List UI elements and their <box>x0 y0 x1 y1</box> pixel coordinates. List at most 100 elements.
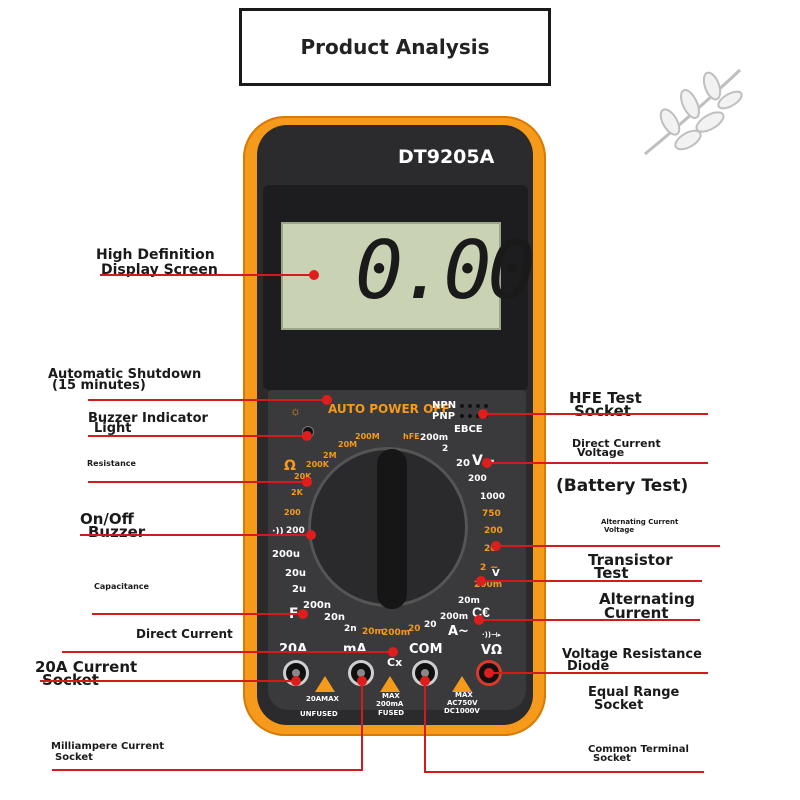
callout-acv-line1: Alternating Current <box>601 518 679 526</box>
socket-vohm-label: VΩ <box>481 643 503 658</box>
callout-dot <box>357 676 367 686</box>
dial-acv-20: 20 <box>484 544 497 554</box>
callout-dot <box>309 270 319 280</box>
callout-transistor-line1: Transistor <box>588 551 673 569</box>
dial-dcv-1000: 1000 <box>480 492 506 502</box>
callout-dot <box>322 395 332 405</box>
dial-dcv-200: 200 <box>468 474 487 484</box>
callout-line <box>361 680 363 771</box>
callout-vr-line1: Voltage Resistance <box>562 647 702 662</box>
callout-line <box>40 680 296 682</box>
rotary-knob[interactable] <box>377 449 407 609</box>
callout-dot <box>298 609 308 619</box>
callout-onoff-line1: On/Off <box>80 510 134 528</box>
sun-icon: ☼ <box>290 404 301 418</box>
callout-dot <box>491 541 501 551</box>
ma-value-label: 200mA <box>376 700 404 708</box>
pnp-label: PNP <box>432 411 456 422</box>
socket-20a-label: 20A <box>279 642 308 657</box>
dial-buzzer-symbol: ·)) <box>272 527 284 537</box>
socket-com-label: COM <box>409 642 443 657</box>
a20-unfused-label: UNFUSED <box>300 710 338 718</box>
dial-dca-200m: 200m <box>382 628 411 638</box>
callout-direct-current: Direct Current <box>136 627 233 641</box>
callout-line <box>52 769 363 771</box>
warning-icon <box>380 676 400 692</box>
callout-line <box>482 413 708 415</box>
callout-capacitance: Capacitance <box>94 582 149 591</box>
callout-display-line1: High Definition <box>96 247 215 263</box>
dial-hfe: hFE <box>403 432 420 441</box>
page-title: Product Analysis <box>300 35 490 59</box>
dial-cap-200u: 200u <box>272 549 300 560</box>
callout-line <box>480 580 702 582</box>
callout-line <box>88 481 306 483</box>
callout-line <box>88 399 326 401</box>
callout-line <box>62 651 392 653</box>
title-box: Product Analysis <box>239 8 551 86</box>
callout-onoff-line2: Buzzer <box>88 523 146 541</box>
dial-ohm-label: Ω <box>284 458 296 474</box>
lcd-reading: 0.00 <box>355 224 536 317</box>
callout-shutdown-line2: (15 minutes) <box>52 378 146 393</box>
callout-dot <box>302 431 312 441</box>
callout-equal-line2: Socket <box>594 698 644 713</box>
dial-cap-2u: 2u <box>292 584 307 595</box>
dial-cap-20n: 20n <box>324 612 346 623</box>
callout-dot <box>420 676 430 686</box>
callout-transistor-line2: Test <box>594 564 629 582</box>
callout-buzzer-light-line1: Buzzer Indicator <box>88 411 208 426</box>
callout-resistance: Resistance <box>87 459 136 468</box>
socket-cx-label: Cx <box>387 656 403 669</box>
model-label: DT9205A <box>398 146 495 168</box>
dial-200-ohm: 200 <box>284 508 301 517</box>
dial-cap-20u: 20u <box>285 568 307 579</box>
dial-acv-200: 200 <box>484 526 503 536</box>
callout-aca-line1: Alternating <box>599 590 696 608</box>
ma-max-label: MAX <box>382 692 400 700</box>
dial-acv-200m: 200m <box>474 580 503 590</box>
callout-line <box>92 613 302 615</box>
dial-20k-ohm: 20K <box>294 472 312 481</box>
callout-display-line2: Display Screen <box>101 262 218 278</box>
dial-acv-2: 2 <box>480 563 487 573</box>
v-ac-label: AC750V <box>447 699 478 707</box>
callout-ma-line1: Milliampere Current <box>51 741 164 752</box>
dial-200m-ohm: 200M <box>355 432 380 441</box>
v-dc-label: DC1000V <box>444 707 480 715</box>
callout-dot <box>474 615 484 625</box>
callout-line <box>488 672 708 674</box>
callout-com-line2: Socket <box>593 753 631 764</box>
callout-line <box>88 435 308 437</box>
callout-vr-line2: Diode <box>567 659 610 674</box>
callout-equal-line1: Equal Range <box>588 685 680 700</box>
callout-dot <box>302 477 312 487</box>
dial-acv-750: 750 <box>482 509 501 519</box>
leaf-branch-icon <box>644 68 743 156</box>
dial-vac-symbol: V <box>492 568 500 579</box>
callout-dot <box>306 530 316 540</box>
callout-line <box>424 680 426 773</box>
dial-aca-200m: 200m <box>440 612 469 622</box>
dial-2m-ohm: 2M <box>323 451 337 460</box>
callout-shutdown-line1: Automatic Shutdown <box>48 367 202 382</box>
dial-aca-20m: 20m <box>458 596 480 606</box>
warning-icon <box>315 676 335 692</box>
socket-ma-label: mA <box>343 642 367 657</box>
callout-dcv-line2: Voltage <box>577 446 625 459</box>
dial-2k-ohm: 2K <box>291 488 303 497</box>
callout-dot <box>388 647 398 657</box>
dial-20m-ohm: 20M <box>338 440 358 449</box>
callout-line <box>100 274 314 276</box>
callout-ma-line2: Socket <box>55 752 93 763</box>
callout-dcv-line1: Direct Current <box>572 437 661 450</box>
auto-power-off-label: AUTO POWER OFF <box>328 402 450 416</box>
ebce-label: EBCE <box>454 424 483 435</box>
callout-20a-line1: 20A Current <box>35 658 138 676</box>
warning-icon <box>452 676 472 692</box>
npn-label: NPN <box>432 400 457 411</box>
dial-dcv-2: 2 <box>442 444 449 454</box>
callout-line <box>478 619 700 621</box>
dial-cap-200n: 200n <box>303 600 331 611</box>
callout-line <box>424 771 704 773</box>
